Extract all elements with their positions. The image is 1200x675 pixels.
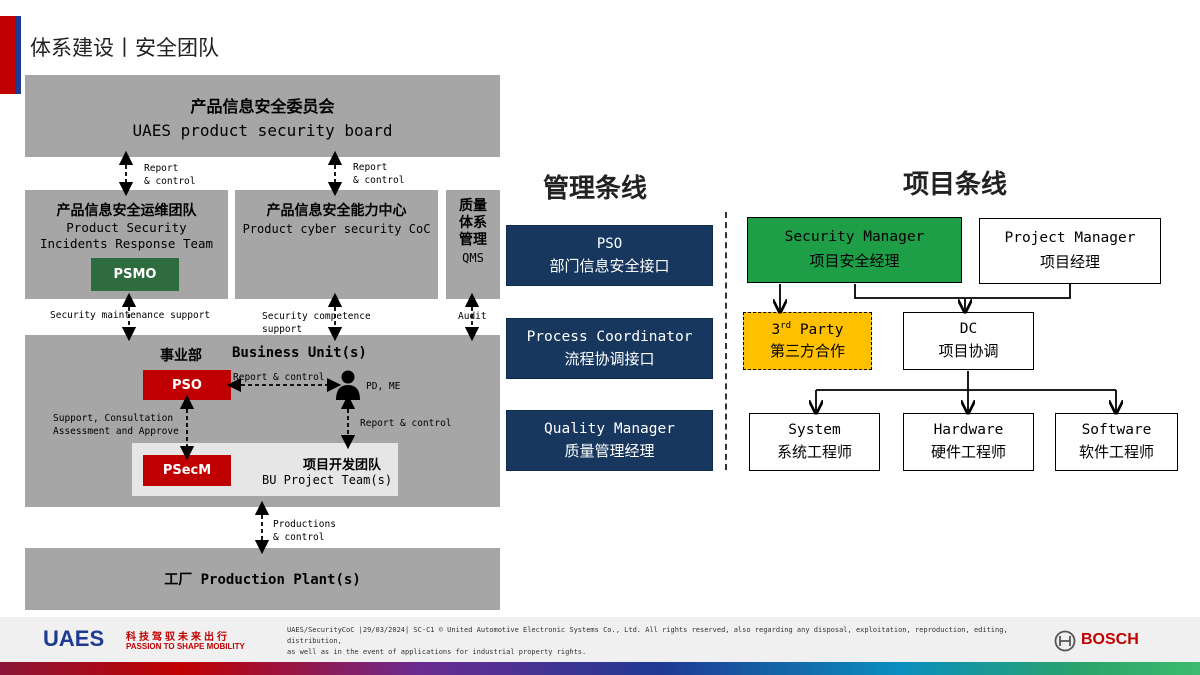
section-divider: [725, 212, 727, 470]
pd-me-label: PD, ME: [366, 381, 401, 392]
mgmt-item-process-coordinator: Process Coordinator 流程协调接口: [506, 318, 713, 379]
third-party-en: 3rd Party: [772, 321, 844, 338]
mgmt-item-pc-cn: 流程协调接口: [564, 349, 655, 368]
board-en: UAES product security board: [132, 120, 393, 140]
coc-en: Product cyber security CoC: [242, 222, 431, 236]
mgmt-item-pso-en: PSO: [596, 235, 623, 252]
footer-slogan-cn: 科技驾驭未来出行: [126, 632, 230, 643]
system-engineer-box: System 系统工程师: [749, 413, 880, 471]
mgmt-item-pso-cn: 部门信息安全接口: [549, 256, 670, 275]
mgmt-item-quality-manager: Quality Manager 质量管理经理: [506, 410, 713, 471]
header-accent-bar-blue: [16, 16, 21, 94]
management-title: 管理条线: [543, 174, 648, 204]
third-party-num: 3: [771, 321, 781, 338]
productions-label: Productions & control: [273, 519, 336, 543]
project-manager-box: Project Manager 项目经理: [979, 218, 1161, 284]
qms-box: 质量 体系 管理 QMS: [446, 190, 500, 299]
page-title: 体系建设丨安全团队: [30, 36, 219, 60]
footer-logo: UAES: [43, 626, 105, 651]
plant-label: 工厂 Production Plant(s): [164, 572, 361, 588]
hardware-cn: 硬件工程师: [930, 443, 1006, 461]
footer-bosch: BOSCH: [1081, 631, 1139, 648]
person-icon: [336, 370, 360, 400]
footer-bar: [0, 617, 1200, 662]
dc-cn: 项目协调: [938, 342, 999, 360]
project-manager-en: Project Manager: [1004, 230, 1136, 246]
coc-box: 产品信息安全能力中心 Product cyber security CoC: [235, 190, 438, 299]
dc-box: DC 项目协调: [903, 312, 1034, 370]
report-label-1: Report & control: [144, 163, 196, 187]
third-party-cn: 第三方合作: [769, 342, 845, 361]
system-cn: 系统工程师: [776, 443, 852, 461]
mgmt-item-qm-en: Quality Manager: [544, 420, 675, 437]
third-party-rest: Party: [791, 321, 844, 338]
software-en: Software: [1081, 422, 1152, 438]
hardware-engineer-box: Hardware 硬件工程师: [903, 413, 1034, 471]
project-manager-cn: 项目经理: [1039, 253, 1100, 271]
production-plant-box: 工厂 Production Plant(s): [25, 548, 500, 610]
footer-legal: UAES/SecurityCoC |29/03/2024| SC-C1 © Un…: [287, 626, 1008, 656]
bu-report-control-label-2: Report & control: [360, 418, 452, 429]
left-connectors: [118, 150, 480, 555]
mgmt-item-pso: PSO 部门信息安全接口: [506, 225, 713, 286]
ops-team-box: 产品信息安全运维团队 Product Security Incidents Re…: [25, 190, 228, 299]
project-team-en: BU Project Team(s): [262, 473, 393, 487]
footer-slogan-en: PASSION TO SHAPE MOBILITY: [126, 642, 245, 651]
security-board-box: 产品信息安全委员会 UAES product security board: [25, 75, 500, 157]
board-cn: 产品信息安全委员会: [190, 96, 335, 116]
psecm-label: PSecM: [162, 463, 212, 478]
third-party-box: 3rd Party 第三方合作: [743, 312, 872, 370]
ops-cn: 产品信息安全运维团队: [56, 203, 197, 219]
software-cn: 软件工程师: [1078, 443, 1154, 461]
system-en: System: [788, 422, 841, 438]
coc-cn: 产品信息安全能力中心: [266, 203, 407, 219]
pso-tag: PSO: [143, 370, 231, 400]
bu-en: Business Unit(s): [232, 345, 367, 361]
header-accent-bar: [0, 16, 16, 94]
project-connectors: [700, 284, 1200, 420]
psecm-tag: PSecM: [143, 455, 231, 486]
report-label-2: Report & control: [353, 162, 405, 186]
bu-cn: 事业部: [160, 348, 202, 364]
line-secmgr-pm-dc: [854, 284, 1071, 299]
dc-en: DC: [959, 321, 978, 337]
qms-cn: 质量 体系 管理: [459, 198, 487, 248]
support-label: Support, Consultation Assessment and App…: [53, 413, 179, 437]
mgmt-item-qm-cn: 质量管理经理: [564, 441, 655, 460]
qms-en: QMS: [462, 251, 484, 265]
security-manager-box: Security Manager 项目安全经理: [747, 217, 962, 283]
project-title: 项目条线: [903, 170, 1008, 200]
ops-en: Product Security Incidents Response Team: [39, 220, 214, 251]
software-engineer-box: Software 软件工程师: [1055, 413, 1178, 471]
security-manager-cn: 项目安全经理: [809, 252, 900, 270]
footer-gradient-strip: [0, 662, 1200, 675]
security-manager-en: Security Manager: [784, 229, 925, 245]
bosch-icon: [1054, 630, 1076, 652]
mgmt-item-pc-en: Process Coordinator: [526, 328, 693, 345]
hardware-en: Hardware: [933, 422, 1004, 438]
third-party-sup: rd: [780, 320, 792, 331]
psmo-tag: PSMO: [91, 258, 179, 291]
project-team-cn: 项目开发团队: [303, 458, 382, 473]
bu-report-control-label: Report & control: [233, 372, 325, 383]
